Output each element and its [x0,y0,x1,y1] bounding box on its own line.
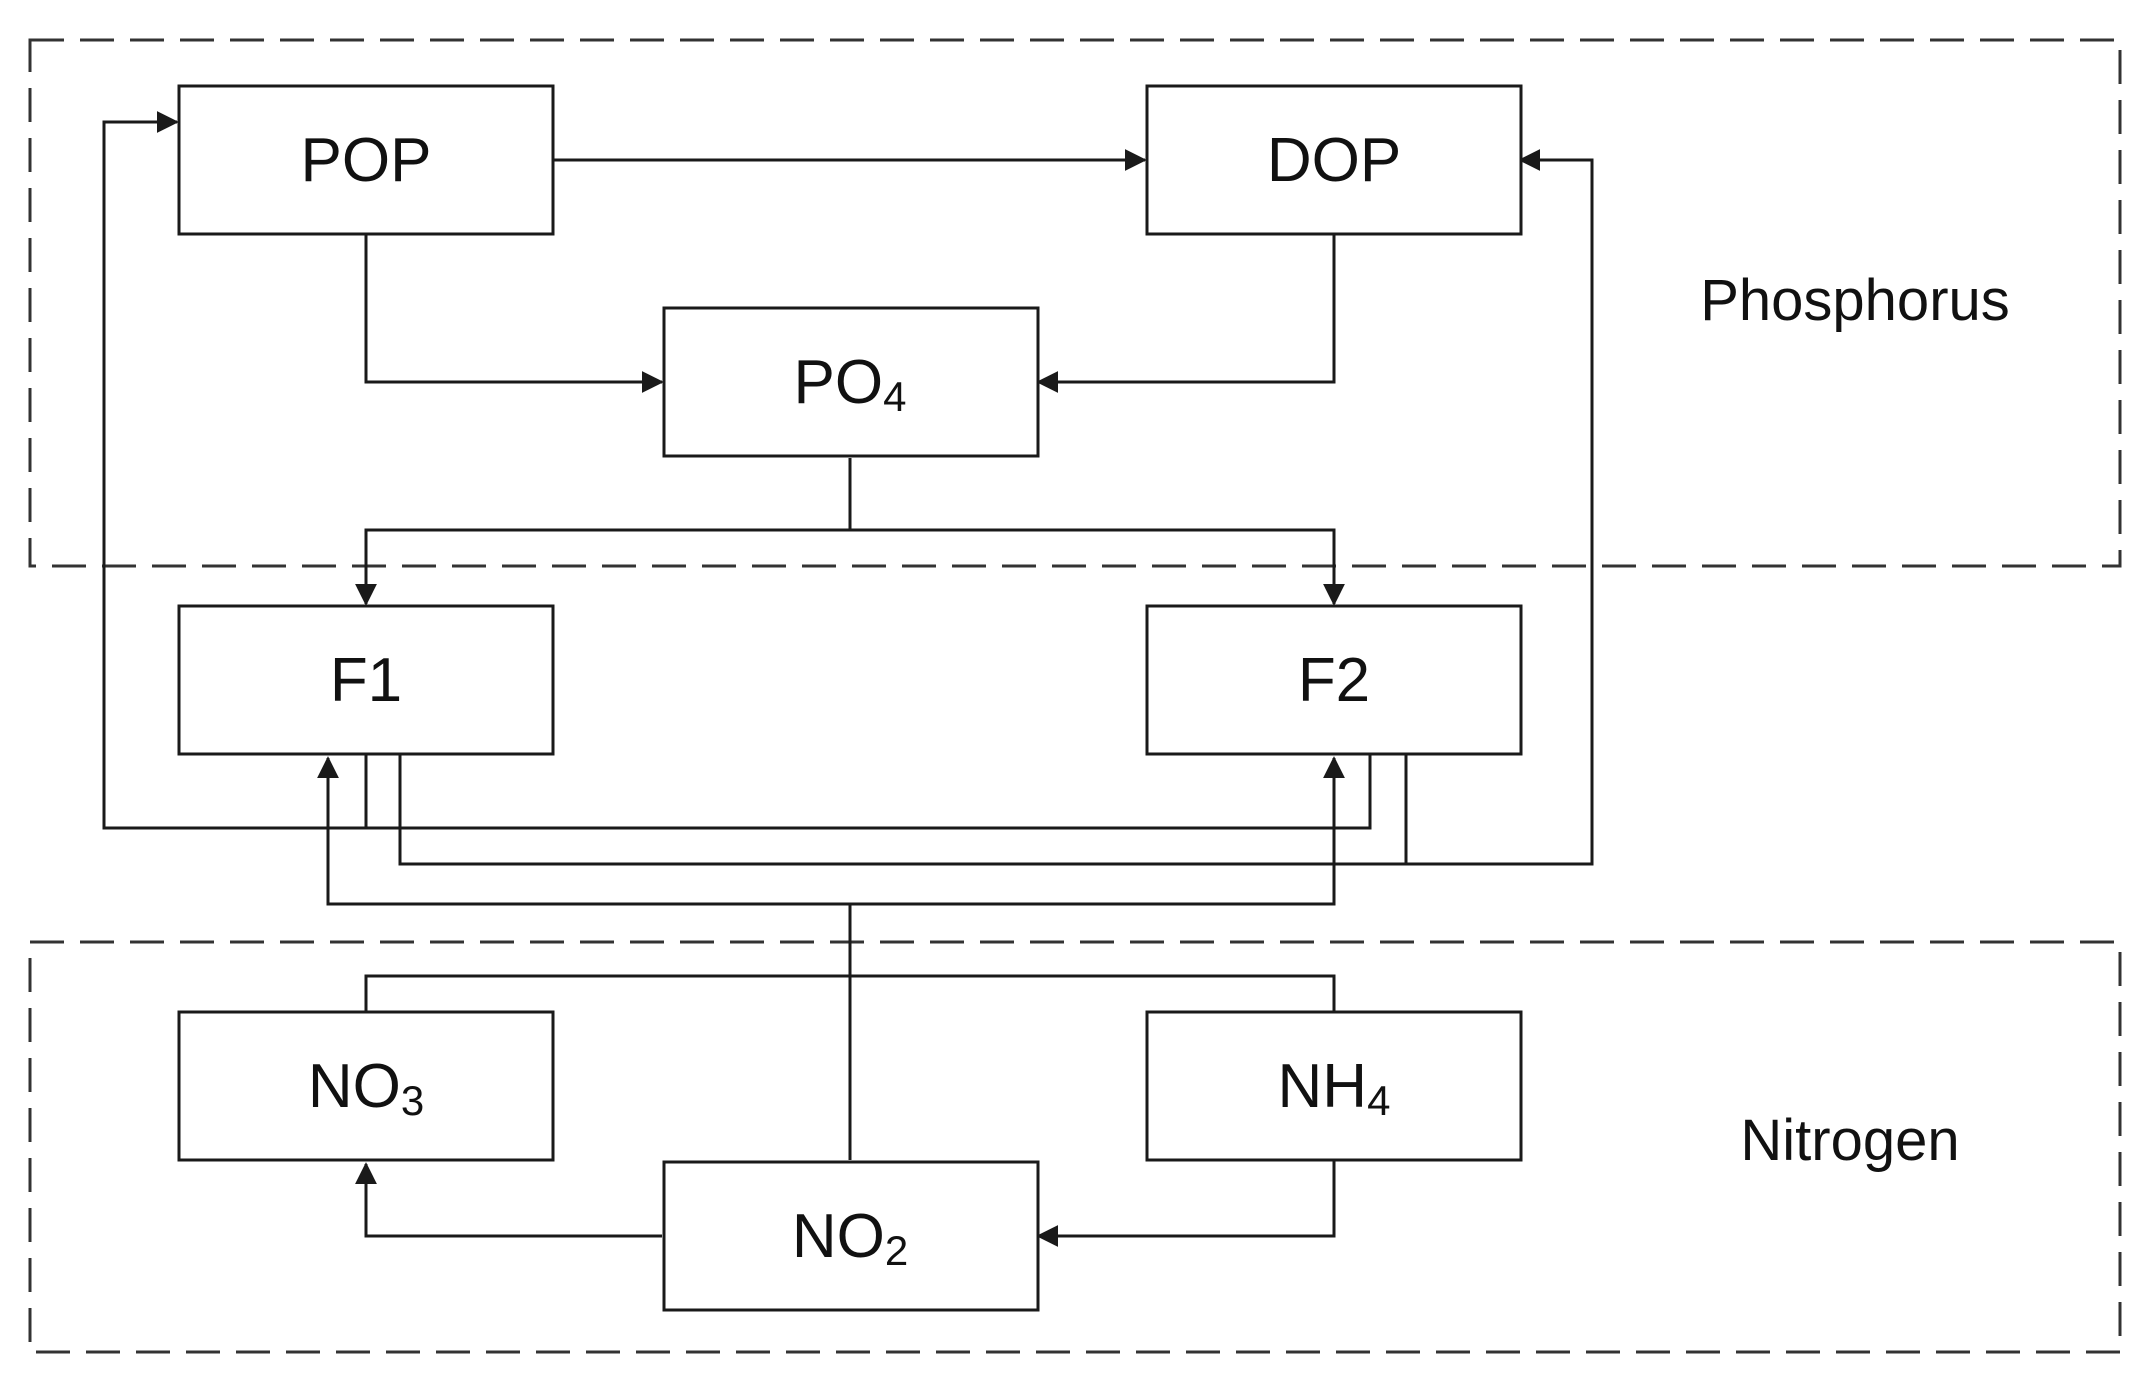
node-no2: NO2 [662,1160,1040,1312]
connectors [102,111,1594,1247]
node-pop-label: POP [301,126,432,195]
node-dop: DOP [1145,84,1523,236]
phosphorus-group-frame [28,38,2122,568]
connector-po4-to-f2 [850,528,1345,606]
node-po4-subscript: 4 [883,373,906,420]
node-no3-box [177,1010,555,1162]
connector-f-to-pop [102,111,1372,830]
connector-no3-nh4-link [364,974,1336,1012]
node-dop-box [1145,84,1523,236]
node-po4-text: PO [794,348,884,417]
nitrogen-group-label: Nitrogen [1740,1108,1959,1173]
node-po4: PO4 [662,306,1040,458]
node-pop-text: POP [301,126,432,195]
node-f2: F2 [1145,604,1523,756]
node-dop-text: DOP [1267,126,1401,195]
node-no3-subscript: 3 [401,1077,424,1124]
connector-pop-to-po4 [364,234,664,393]
node-pop: POP [177,84,555,236]
connector-nitrogen-to-f1 [317,756,850,906]
node-no3: NO3 [177,1010,555,1162]
node-no2-label: NO2 [792,1202,908,1274]
connector-nh4-to-no2 [1036,1160,1336,1247]
node-no2-subscript: 2 [885,1227,908,1274]
node-f1-label: F1 [330,646,402,715]
node-f2-label: F2 [1298,646,1370,715]
node-pop-box [177,84,555,236]
connector-po4-to-f1 [355,528,850,606]
node-nh4-text: NH [1278,1052,1368,1121]
node-nh4-subscript: 4 [1367,1077,1390,1124]
node-nh4: NH4 [1145,1010,1523,1162]
phosphorus-group-label: Phosphorus [1700,268,2010,333]
node-po4-label: PO4 [794,348,907,420]
node-f1-text: F1 [330,646,402,715]
node-no2-text: NO [792,1202,885,1271]
connector-dop-to-po4 [1036,234,1336,393]
node-f1: F1 [177,604,555,756]
node-f1-box [177,604,555,756]
connector-nitrogen-to-f2 [850,756,1345,906]
node-po4-box [662,306,1040,458]
node-no3-text: NO [308,1052,401,1121]
node-no3-label: NO3 [308,1052,424,1124]
node-nh4-label: NH4 [1278,1052,1391,1124]
connector-f-to-dop [398,149,1594,866]
node-f2-text: F2 [1298,646,1370,715]
node-dop-label: DOP [1267,126,1401,195]
node-no2-box [662,1160,1040,1312]
connector-no2-to-no3 [355,1162,662,1238]
node-f2-box [1145,604,1523,756]
node-nh4-box [1145,1010,1523,1162]
